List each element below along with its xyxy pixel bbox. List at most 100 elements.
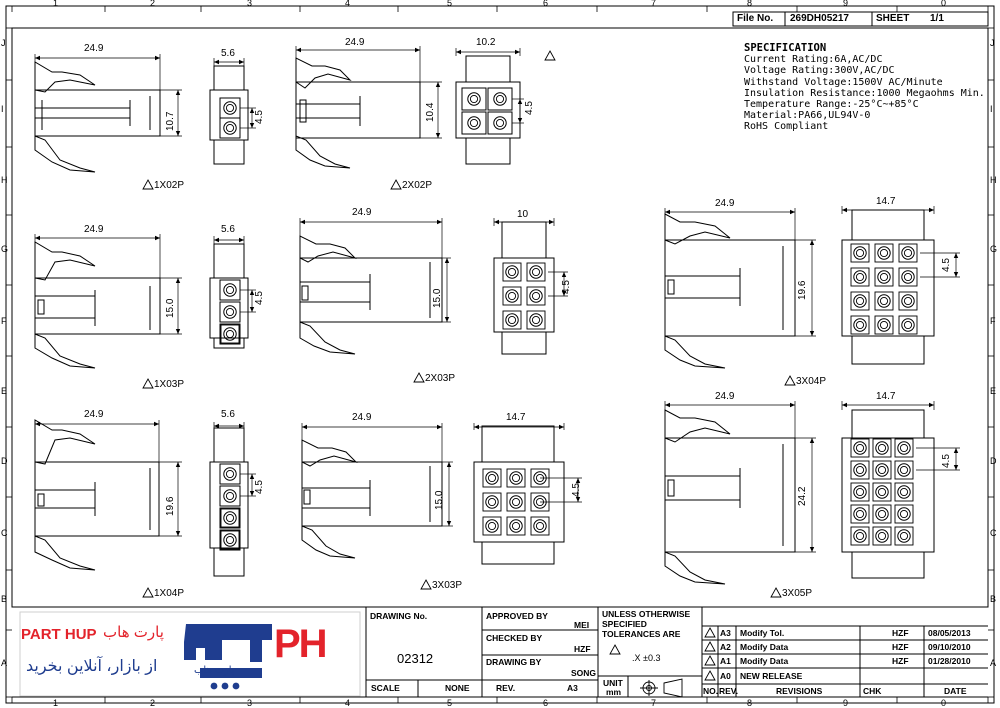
revision-triangle-icon [609, 644, 621, 655]
contact-cavity [526, 310, 546, 330]
no-col-header: NO. [703, 686, 719, 696]
grid-col-label: 8 [747, 0, 753, 8]
view-label: 1X03P [154, 379, 185, 390]
grid-row-label: B [1, 594, 8, 604]
revision-triangle-icon [770, 587, 782, 598]
grid-row-label: H [1, 175, 8, 185]
revision-triangle-icon [420, 579, 432, 590]
dimension-lines [34, 46, 960, 553]
scale-value: NONE [445, 683, 470, 693]
contact-cavity [898, 267, 918, 287]
grid-row-label: E [1, 386, 8, 396]
view-label: 2X02P [402, 180, 433, 191]
contact-cavity [493, 92, 507, 106]
logo-brand-fa: پارت هاب [103, 624, 164, 641]
contact-cavity [850, 526, 870, 546]
drawing-by-value: SONG [571, 668, 597, 678]
contact-cavity [872, 438, 892, 458]
dim-width: 14.7 [876, 196, 896, 207]
side-view-3x03p [301, 439, 443, 559]
side-view-2x03p [299, 235, 443, 355]
revisions-col-header: REVISIONS [776, 686, 823, 696]
dim-pitch: 4.5 [561, 280, 572, 294]
view-label: 3X05P [782, 588, 813, 599]
dim-height: 19.6 [797, 280, 808, 300]
contact-cavity [467, 116, 481, 130]
revision-triangle-icon [784, 375, 796, 386]
contact-cavity [223, 121, 237, 135]
revision-date: 09/10/2010 [928, 642, 971, 652]
spec-line: RoHS Compliant [744, 121, 829, 133]
grid-col-label: 0 [941, 0, 947, 8]
contact-cavity [874, 243, 894, 263]
contact-cavity [223, 283, 237, 297]
revision-rev: A1 [720, 656, 731, 666]
grid-col-label: 6 [543, 0, 549, 8]
drawing-no-value: 02312 [397, 651, 434, 666]
contact-cavities [220, 92, 918, 550]
revision-rev: A2 [720, 642, 731, 652]
contact-cavity [894, 438, 914, 458]
grid-row-label: I [1, 104, 4, 114]
unit-label: UNIT [603, 678, 623, 688]
end-view-3x04p [841, 209, 935, 365]
dim-width: 24.9 [715, 198, 735, 209]
grid-row-label: B [990, 594, 997, 604]
grid-col-label: 7 [651, 698, 657, 708]
side-view-1x04p [34, 419, 160, 571]
side-view-3x04p [664, 213, 796, 369]
file-box [732, 11, 989, 27]
dim-width: 5.6 [221, 409, 235, 420]
contact-cavity [850, 438, 870, 458]
checked-value: HZF [574, 644, 591, 654]
revision-chk: HZF [892, 656, 909, 666]
revision-desc: Modify Tol. [740, 628, 785, 638]
revision-desc: NEW RELEASE [740, 671, 803, 681]
grid-row-label: J [990, 38, 995, 48]
contact-cavity [506, 492, 526, 512]
dim-width: 5.6 [221, 224, 235, 235]
grid-row-label: C [990, 528, 997, 538]
contact-cavity [850, 482, 870, 502]
specification-block: SPECIFICATION Current Rating:6A,AC/DC Vo… [744, 42, 985, 133]
dim-width: 24.9 [84, 224, 104, 235]
contact-cavity [502, 310, 522, 330]
spec-line: Voltage Rating:300V,AC/DC [744, 65, 895, 77]
scale-label: SCALE [371, 683, 400, 693]
contact-cavity [482, 492, 502, 512]
revision-triangle-icon [390, 179, 402, 190]
dim-width: 5.6 [221, 48, 235, 59]
tolerance-line: UNLESS OTHERWISE [602, 609, 691, 619]
dim-pitch: 4.5 [254, 110, 265, 124]
grid-col-label: 0 [941, 698, 947, 708]
revision-triangle-icon [704, 641, 716, 652]
contact-cavity [872, 504, 892, 524]
revision-desc: Modify Data [740, 656, 789, 666]
grid-col-label: 6 [543, 698, 549, 708]
contact-cavity [872, 526, 892, 546]
tolerance-line: SPECIFIED [602, 619, 647, 629]
approved-value: MEI [574, 620, 590, 630]
contact-cavity [220, 508, 240, 528]
contact-cavity [506, 468, 526, 488]
contact-cavity [850, 460, 870, 480]
end-view-1x03p [209, 243, 249, 349]
projection-symbol-icon [640, 678, 683, 698]
revision-rev: A3 [720, 628, 731, 638]
spec-line: Withstand Voltage:1500V AC/Minute [744, 76, 943, 88]
dim-pitch: 4.5 [941, 258, 952, 272]
grid-col-label: 1 [53, 0, 59, 8]
revision-triangle-icon [704, 670, 716, 681]
dim-width: 24.9 [352, 412, 372, 423]
revision-triangle-icon [413, 372, 425, 383]
title-block [12, 606, 988, 698]
spec-line: Material:PA66,UL94V-0 [744, 110, 871, 122]
dim-pitch: 4.5 [941, 454, 952, 468]
contact-cavity [223, 101, 237, 115]
revision-date: 01/28/2010 [928, 656, 971, 666]
contact-cavity [894, 482, 914, 502]
spec-title: SPECIFICATION [744, 42, 827, 54]
grid-row-label: G [1, 244, 9, 254]
grid-row-label: I [990, 104, 993, 114]
